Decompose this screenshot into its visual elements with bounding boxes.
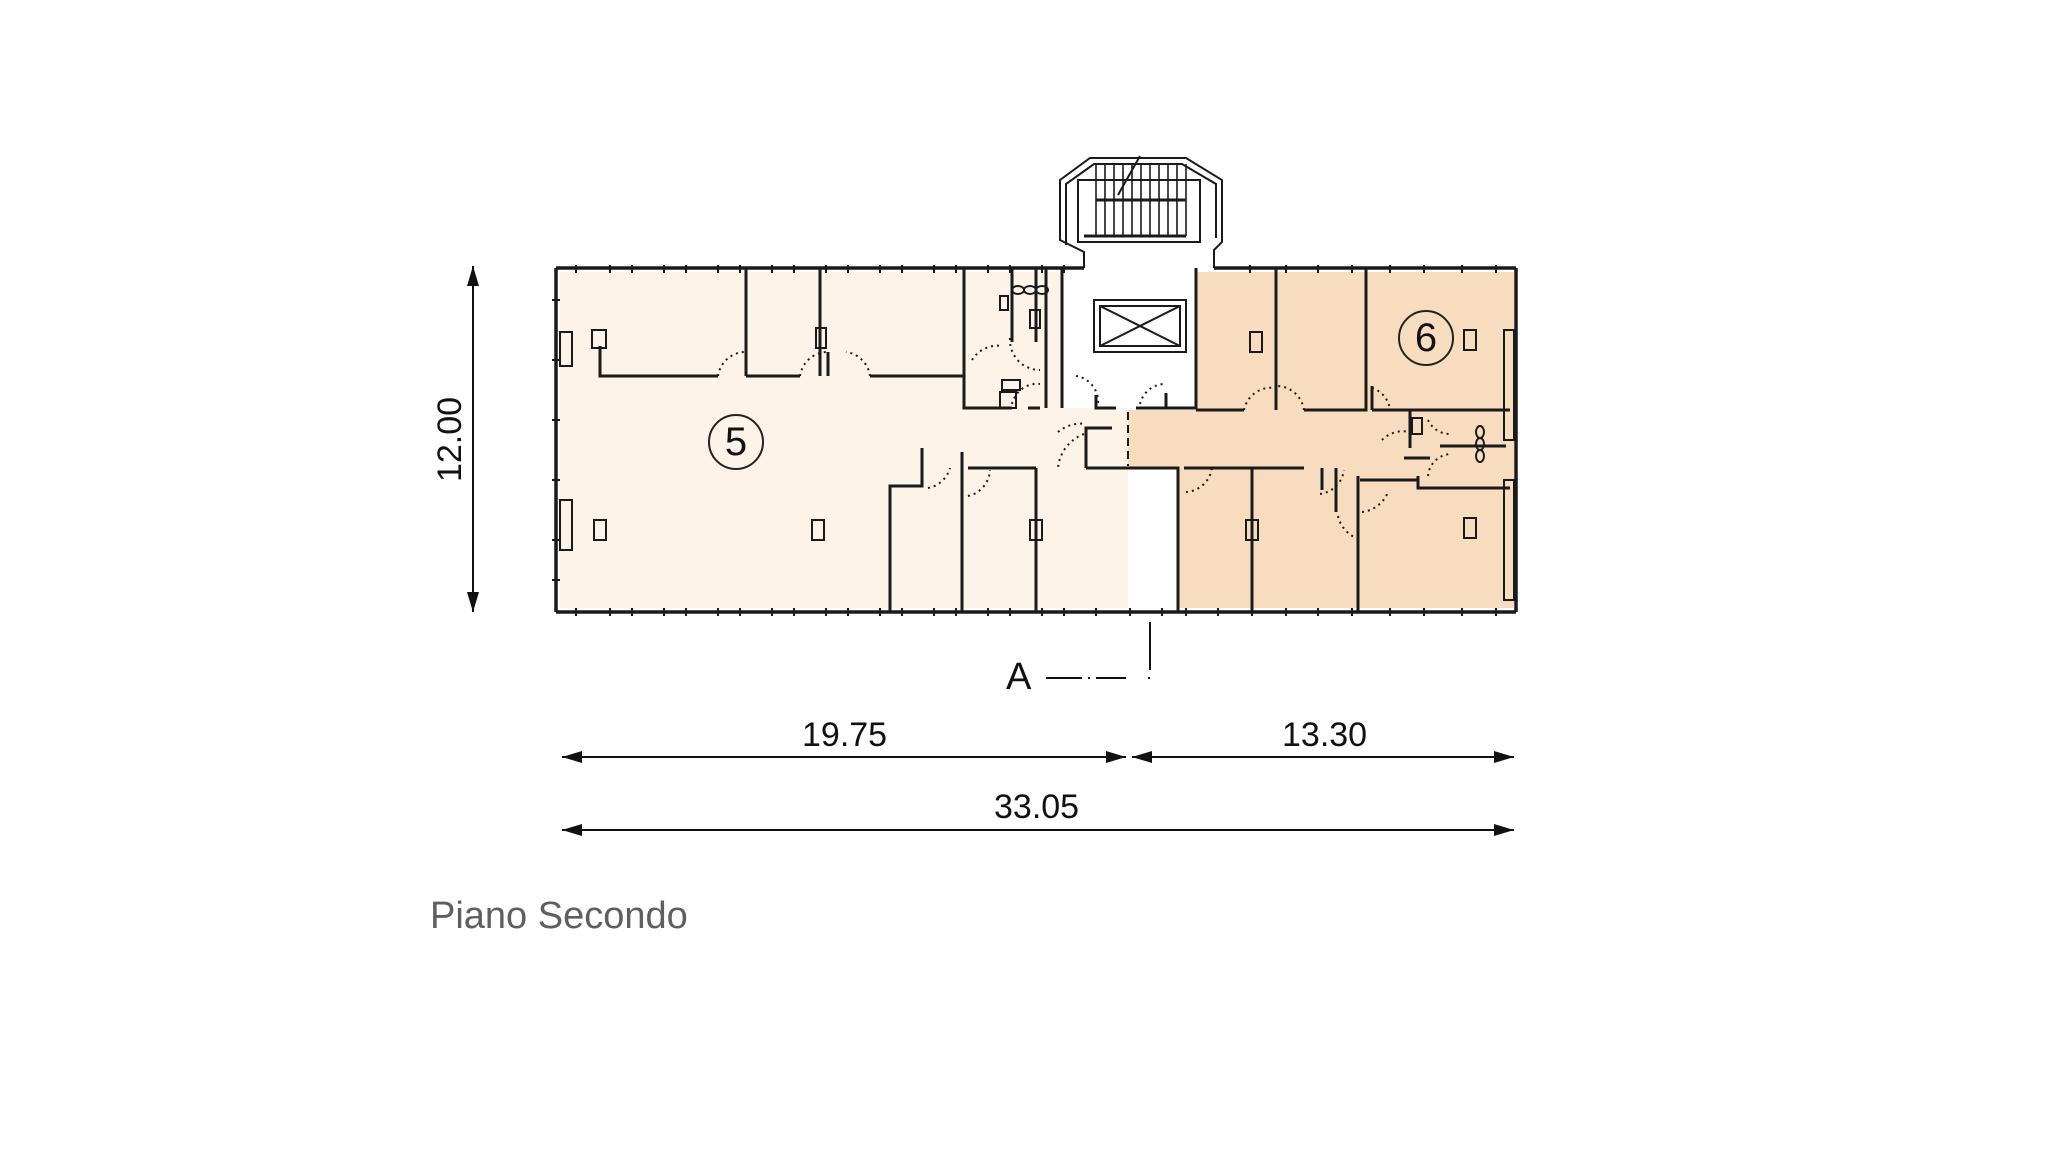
right-width-dimension-label: 13.30 xyxy=(1282,716,1368,754)
elevator-shaft xyxy=(1093,299,1187,353)
unit-6-label: 6 xyxy=(1398,310,1454,366)
unit-6-area xyxy=(1128,272,1514,608)
height-dimension-label: 12.00 xyxy=(431,396,470,483)
staircase xyxy=(1059,155,1223,268)
section-marker-label: A xyxy=(1006,656,1032,698)
floor-caption: Piano Secondo xyxy=(430,895,688,937)
stair-elevator-core xyxy=(1062,268,1196,408)
total-width-dimension-label: 33.05 xyxy=(994,788,1080,826)
sanitary-fixtures xyxy=(999,285,1485,463)
columns xyxy=(593,329,1477,541)
left-width-dimension-label: 19.75 xyxy=(802,716,888,754)
door-swings xyxy=(717,337,1451,541)
section-line-a xyxy=(1046,622,1151,679)
dimension-lines xyxy=(467,266,1514,836)
unit-5-area xyxy=(560,272,1128,608)
unit-5-label: 5 xyxy=(708,414,764,470)
